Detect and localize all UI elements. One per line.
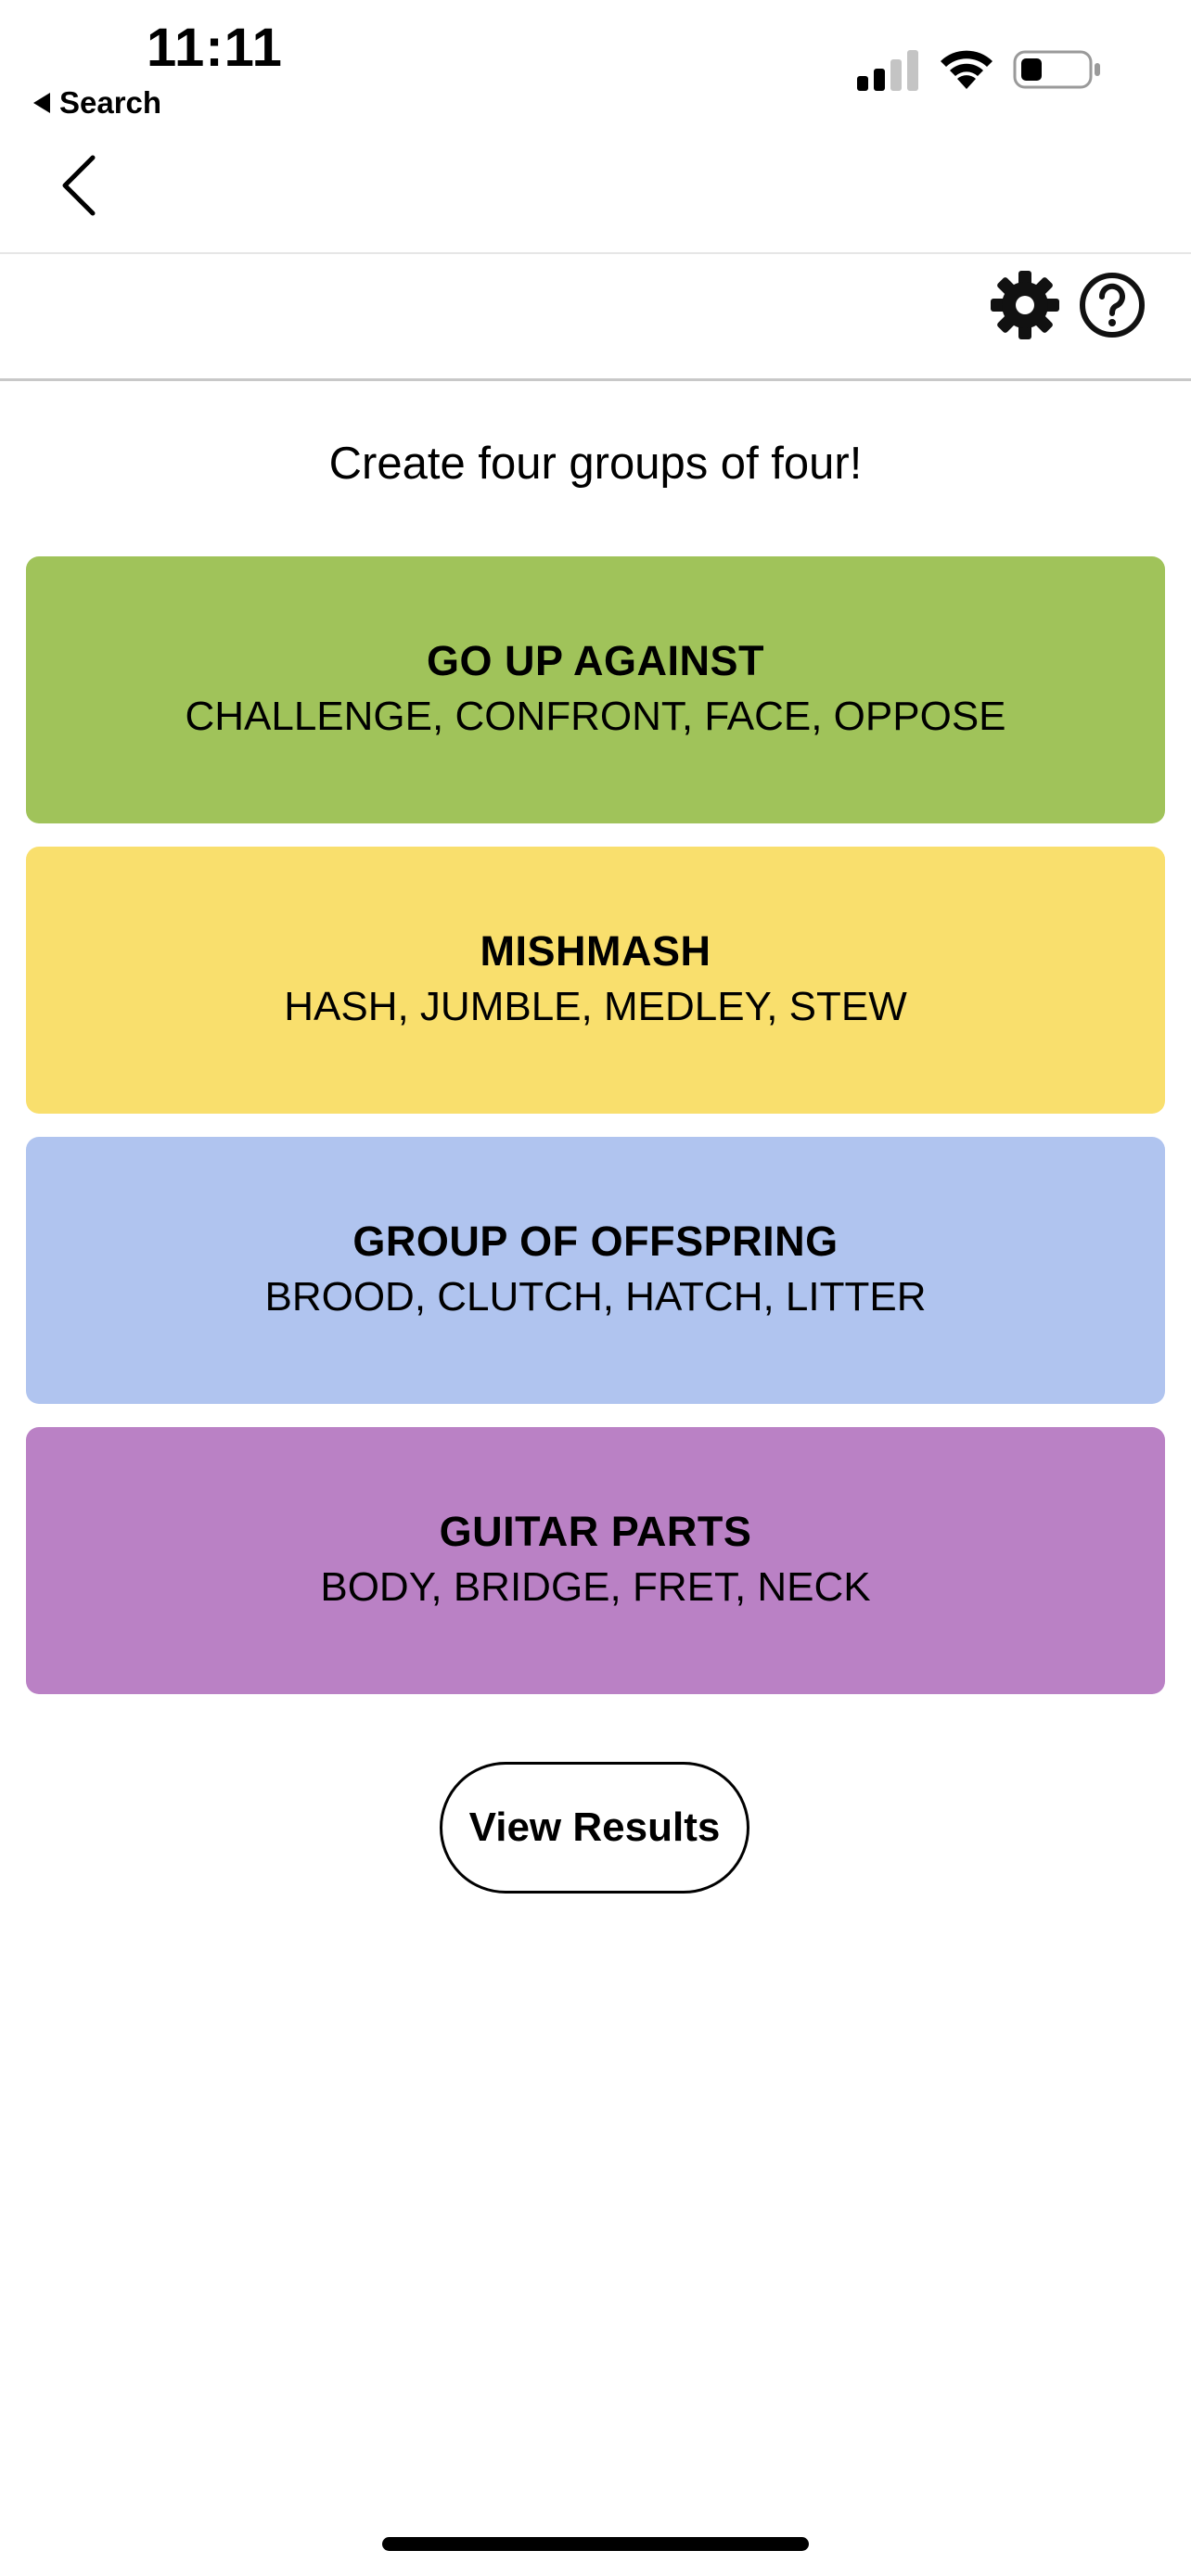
- group-category-title: MISHMASH: [480, 927, 711, 976]
- status-time: 11:11: [147, 18, 283, 78]
- solved-group-card: GO UP AGAINST CHALLENGE, CONFRONT, FACE,…: [26, 556, 1165, 823]
- wifi-icon: [941, 50, 992, 89]
- toolbar-divider: [0, 378, 1191, 381]
- view-results-button[interactable]: View Results: [440, 1762, 749, 1894]
- group-member-words: BROOD, CLUTCH, HATCH, LITTER: [264, 1274, 927, 1320]
- back-to-app-label: Search: [59, 85, 162, 120]
- solved-group-card: MISHMASH HASH, JUMBLE, MEDLEY, STEW: [26, 847, 1165, 1114]
- nav-divider: [0, 252, 1191, 254]
- back-triangle-icon: [33, 93, 50, 113]
- gear-icon[interactable]: [991, 271, 1059, 339]
- group-category-title: GUITAR PARTS: [439, 1508, 752, 1556]
- game-toolbar: [0, 254, 1191, 378]
- group-member-words: CHALLENGE, CONFRONT, FACE, OPPOSE: [185, 694, 1006, 740]
- solved-groups: GO UP AGAINST CHALLENGE, CONFRONT, FACE,…: [26, 556, 1165, 1717]
- group-category-title: GROUP OF OFFSPRING: [352, 1218, 839, 1266]
- home-indicator[interactable]: [382, 2537, 809, 2551]
- status-bar: 11:11 Search: [0, 0, 1191, 130]
- chevron-left-icon[interactable]: [52, 150, 104, 221]
- group-category-title: GO UP AGAINST: [426, 637, 765, 685]
- question-mark-icon[interactable]: [1078, 271, 1146, 339]
- instructions-text: Create four groups of four!: [328, 439, 863, 489]
- battery-icon: [1013, 50, 1100, 89]
- cellular-signal-icon: [857, 50, 918, 91]
- solved-group-card: GROUP OF OFFSPRING BROOD, CLUTCH, HATCH,…: [26, 1137, 1165, 1404]
- group-member-words: BODY, BRIDGE, FRET, NECK: [320, 1564, 871, 1611]
- back-to-app-link[interactable]: Search: [33, 85, 161, 121]
- solved-group-card: GUITAR PARTS BODY, BRIDGE, FRET, NECK: [26, 1427, 1165, 1694]
- group-member-words: HASH, JUMBLE, MEDLEY, STEW: [284, 984, 907, 1030]
